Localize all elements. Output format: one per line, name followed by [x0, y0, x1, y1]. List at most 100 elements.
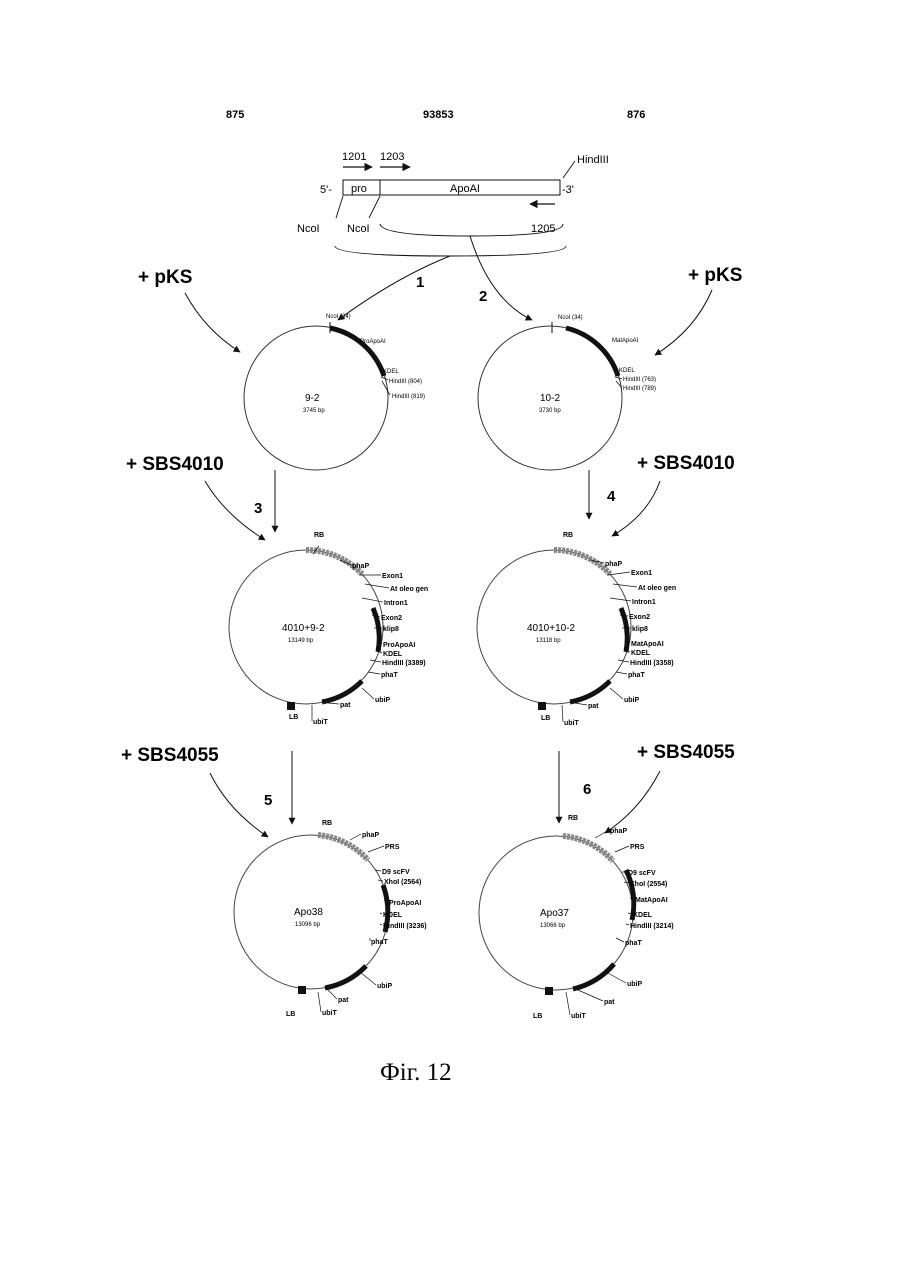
- plasmid-4010-10-2-pointer-3: [613, 584, 637, 587]
- plasmid-apo37-pointer-1: [595, 830, 609, 838]
- plasmid-apo38-pointer-7: [380, 924, 382, 925]
- step-2-label: 2: [479, 288, 487, 305]
- plasmid-apo37-pointer-8: [616, 938, 624, 942]
- plasmid-4010-9-2-pointer-3: [365, 584, 389, 588]
- end-3-label: -3': [562, 184, 574, 196]
- plasmid-4010-9-2-feature-label-6: klip8: [383, 626, 399, 633]
- plasmid-9-2-gene-label: ProApoAI: [360, 339, 386, 345]
- plasmid-4010-10-2-pointer-11: [610, 688, 623, 699]
- plasmid-4010-9-2-lb-marker: [287, 702, 295, 710]
- step-1-label: 1: [416, 274, 424, 291]
- plasmid-apo38-pointer-9: [360, 972, 376, 985]
- plasmid-apo38-feature-label-1: phaP: [362, 832, 379, 839]
- plasmid-4010-10-2-feature-label-5: Exon2: [629, 614, 650, 621]
- plasmid-4010-10-2-feature-label-6: klip8: [632, 626, 648, 633]
- plasmid-4010-10-2: RBphaPExon1At oleo genIntron1Exon2klip8M…: [477, 532, 676, 727]
- plasmid-10-2-gene-label: MatApoAI: [612, 338, 639, 344]
- step-6-label: 6: [583, 781, 591, 798]
- apoai-box-label: ApoAI: [450, 183, 480, 195]
- plasmid-apo38-pointer-10: [328, 990, 337, 999]
- plasmid-4010-10-2-feature-label-9: HindIII (3358): [630, 660, 674, 667]
- plasmid-apo38-feature-label-12: LB: [286, 1011, 295, 1018]
- apoai-construct: 1201 1203 HindIII 5'- pro ApoAI -3' NcoI…: [297, 151, 609, 320]
- plasmid-9-2-name: 9-2: [305, 393, 320, 404]
- plasmid-4010-10-2-feature-label-4: Intron1: [632, 599, 656, 606]
- sbs4055-left-arrow: [210, 773, 268, 837]
- plasmid-4010-10-2-pointer-13: [562, 705, 563, 722]
- plasmid-9-2: NcoI (34) ProApoAI KDEL HindIII (804) Hi…: [244, 314, 425, 470]
- plasmid-4010-10-2-phap-segment: [554, 550, 610, 574]
- plasmid-10-2: NcoI (34) MatApoAI KDEL HindIII (763) Hi…: [478, 315, 656, 470]
- plasmid-4010-9-2-pointer-4: [362, 598, 383, 602]
- pro-box-label: pro: [351, 183, 367, 195]
- plasmid-apo37-name: Apo37: [540, 908, 569, 919]
- plasmid-apo38-pointer-4: [378, 880, 383, 881]
- plasmid-apo37-pointer-10: [578, 990, 603, 1001]
- plasmid-apo38-size: 13096 bp: [295, 922, 321, 928]
- sbs4055-right-arrow: [605, 771, 660, 833]
- plasmid-apo37-feature-label-0: RB: [568, 815, 578, 822]
- plasmid-4010-10-2-feature-label-3: At oleo gen: [638, 585, 676, 592]
- plasmid-apo38-feature-label-5: ProApoAI: [389, 900, 421, 907]
- add-pks-right: + pKS: [688, 265, 742, 286]
- plasmid-apo38-ubip-marker: [325, 966, 366, 988]
- plasmid-4010-9-2-feature-label-12: pat: [340, 702, 351, 709]
- plasmid-apo37-feature-label-6: KDEL: [633, 912, 653, 919]
- plasmid-4010-10-2-pointer-5: [620, 615, 628, 616]
- plasmid-apo38-pointer-2: [368, 846, 384, 852]
- plasmid-apo37: RBphaPPRSD9 scFVXhoI (2554)MatApoAIKDELH…: [479, 815, 674, 1020]
- end-5-label: 5'-: [320, 184, 332, 196]
- plasmid-4010-10-2-feature-label-14: LB: [541, 715, 550, 722]
- add-sbs4010-left: + SBS4010: [126, 454, 224, 475]
- plasmid-4010-9-2: RBphaPExon1At oleo genIntron1Exon2klip8P…: [229, 532, 428, 726]
- plasmid-4010-10-2-gene-marker: [621, 608, 627, 652]
- plasmid-apo38-feature-label-9: ubiP: [377, 983, 392, 990]
- plasmid-4010-10-2-feature-label-1: phaP: [605, 561, 622, 568]
- plasmid-apo37-feature-label-7: HindIII (3214): [630, 923, 674, 930]
- plasmid-4010-9-2-feature-label-14: LB: [289, 714, 298, 721]
- plasmid-9-2-kdel-label: KDEL: [383, 369, 399, 375]
- primer-1203-label: 1203: [380, 151, 404, 163]
- plasmid-10-2-hindiii-a-label: HindIII (763): [623, 377, 656, 383]
- ncoi-a-pointer: [336, 196, 343, 218]
- plasmid-10-2-size: 3730 bp: [539, 408, 561, 414]
- plasmid-apo38-pointer-1: [350, 834, 361, 840]
- plasmid-4010-10-2-lb-marker: [538, 702, 546, 710]
- plasmid-apo37-feature-label-5: MatApoAI: [635, 897, 668, 904]
- plasmid-4010-9-2-phap-segment: [306, 550, 362, 574]
- plasmid-10-2-hindiii-b-label: HindIII (789): [623, 386, 656, 392]
- step-3-label: 3: [254, 500, 262, 517]
- full-bracket: [335, 246, 566, 256]
- plasmid-4010-9-2-feature-label-7: ProApoAI: [383, 642, 415, 649]
- plasmid-4010-9-2-feature-label-8: KDEL: [383, 651, 403, 658]
- site-hindiii-label: HindIII: [577, 154, 609, 166]
- plasmid-9-2-gene-marker: [330, 328, 384, 376]
- plasmid-4010-10-2-feature-label-2: Exon1: [631, 570, 652, 577]
- plasmid-4010-10-2-name: 4010+10-2: [527, 623, 576, 634]
- plasmid-4010-10-2-feature-label-0: RB: [563, 532, 573, 539]
- plasmid-apo37-pointer-7: [626, 924, 629, 925]
- plasmid-apo38-feature-label-0: RB: [322, 820, 332, 827]
- plasmid-apo37-feature-label-4: XhoI (2554): [630, 881, 667, 888]
- plasmid-apo37-feature-label-3: D9 scFV: [628, 870, 656, 877]
- header-center-number: 93853: [423, 109, 454, 121]
- plasmid-4010-9-2-feature-label-13: ubiT: [313, 719, 328, 726]
- plasmid-apo37-feature-label-8: phaT: [625, 940, 642, 947]
- plasmid-4010-10-2-feature-label-11: ubiP: [624, 697, 639, 704]
- sbs4010-right-arrow: [612, 481, 660, 536]
- plasmid-9-2-hindiii-b-label: HindIII (819): [392, 394, 425, 400]
- step-5-label: 5: [264, 792, 272, 809]
- plasmid-4010-9-2-name: 4010+9-2: [282, 623, 325, 634]
- plasmid-10-2-ncoi-label: NcoI (34): [558, 315, 583, 321]
- plasmid-4010-9-2-pointer-11: [362, 688, 374, 699]
- plasmid-apo38-feature-label-7: HindIII (3236): [383, 923, 427, 930]
- site-ncoi-a-label: NcoI: [297, 223, 320, 235]
- plasmid-4010-9-2-feature-label-11: ubiP: [375, 697, 390, 704]
- plasmid-4010-9-2-pointer-8: [380, 652, 382, 653]
- primer-1201-label: 1201: [342, 151, 366, 163]
- ncoi-b-pointer: [369, 196, 380, 218]
- plasmid-apo38-pointer-11: [318, 992, 321, 1012]
- plasmid-apo37-feature-label-11: ubiT: [571, 1013, 586, 1020]
- plasmid-apo38-feature-label-11: ubiT: [322, 1010, 337, 1017]
